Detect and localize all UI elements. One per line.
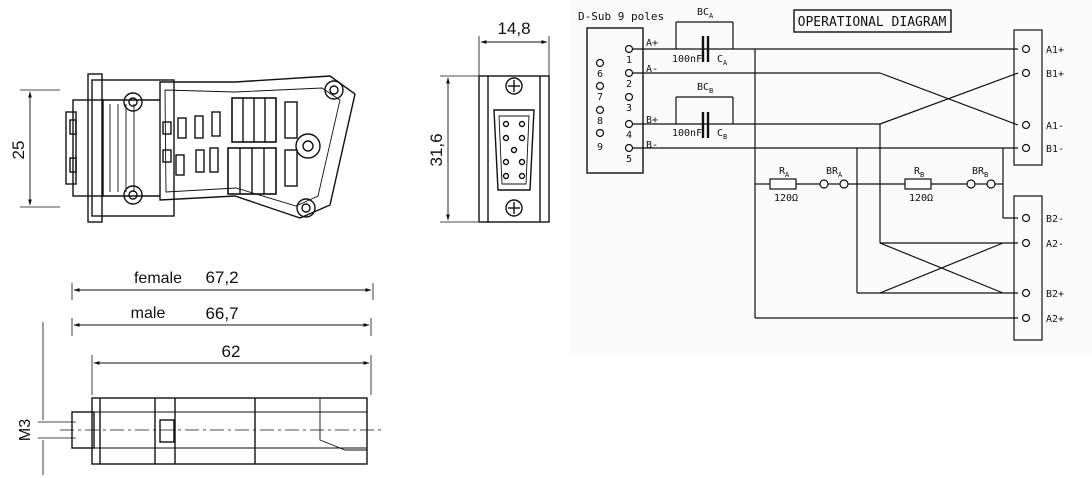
signal-a-minus: A- bbox=[646, 64, 658, 75]
res-b-value: 120Ω bbox=[909, 193, 933, 204]
pin-4: 4 bbox=[626, 130, 632, 141]
dsub-box bbox=[586, 27, 644, 174]
res-a-value: 120Ω bbox=[774, 193, 798, 204]
pin-5: 5 bbox=[626, 154, 632, 165]
connector-side-view bbox=[38, 283, 385, 475]
cap-b-value: 100nF bbox=[672, 128, 702, 139]
dsub-label: D-Sub 9 poles bbox=[578, 10, 664, 23]
dim-height-31-6: 31,6 bbox=[427, 133, 446, 166]
signal-b-plus: B+ bbox=[646, 115, 658, 126]
cap-a-value: 100nF bbox=[672, 54, 702, 65]
cap-b-c-label: CB bbox=[717, 128, 727, 141]
operational-diagram: OPERATIONAL DIAGRAM D-Sub 9 poles 6 7 8 … bbox=[569, 0, 1092, 355]
pin-3: 3 bbox=[626, 103, 632, 114]
connector-top-view bbox=[20, 73, 356, 223]
terminal-b2-minus: B2- bbox=[1046, 214, 1064, 225]
terminal-a1-plus: A1+ bbox=[1046, 45, 1064, 56]
diagram-title: OPERATIONAL DIAGRAM bbox=[798, 15, 947, 30]
pin-6: 6 bbox=[597, 69, 603, 80]
res-b-r-label: RB bbox=[914, 166, 924, 179]
dim-male-label: male bbox=[131, 305, 166, 322]
terminal-a2-minus: A2- bbox=[1046, 239, 1064, 250]
terminal-a1-minus: A1- bbox=[1046, 121, 1064, 132]
cap-a-bc-label: BCA bbox=[697, 7, 714, 20]
schematic-wires bbox=[633, 21, 1043, 341]
dim-height-25: 25 bbox=[9, 141, 28, 160]
diagram-title-box bbox=[793, 9, 952, 33]
pin-2: 2 bbox=[626, 79, 632, 90]
res-a-r-label: RA bbox=[779, 166, 790, 179]
dim-male-value: 66,7 bbox=[205, 304, 238, 323]
terminal-b1-minus: B1- bbox=[1046, 144, 1064, 155]
signal-b-minus: B- bbox=[646, 140, 658, 151]
res-b-br-label: BRB bbox=[972, 166, 988, 179]
pin-9: 9 bbox=[597, 142, 603, 153]
cap-a-c-label: CA bbox=[717, 54, 728, 67]
cap-b-bc-label: BCB bbox=[697, 82, 713, 95]
dim-length-62: 62 bbox=[222, 342, 241, 361]
res-a-br-label: BRA bbox=[826, 166, 843, 179]
dim-female-label: female bbox=[134, 270, 182, 287]
connector-front-view bbox=[440, 36, 550, 223]
pin-7: 7 bbox=[597, 92, 603, 103]
terminal-a2-plus: A2+ bbox=[1046, 314, 1064, 325]
dim-width-14-8: 14,8 bbox=[497, 19, 530, 38]
dim-thread-m3: M3 bbox=[17, 419, 34, 441]
terminal-b2-plus: B2+ bbox=[1046, 289, 1064, 300]
dim-female-value: 67,2 bbox=[205, 268, 238, 287]
pin-1: 1 bbox=[626, 55, 632, 66]
terminal-b1-plus: B1+ bbox=[1046, 69, 1064, 80]
pin-8: 8 bbox=[597, 116, 603, 127]
signal-a-plus: A+ bbox=[646, 38, 658, 49]
